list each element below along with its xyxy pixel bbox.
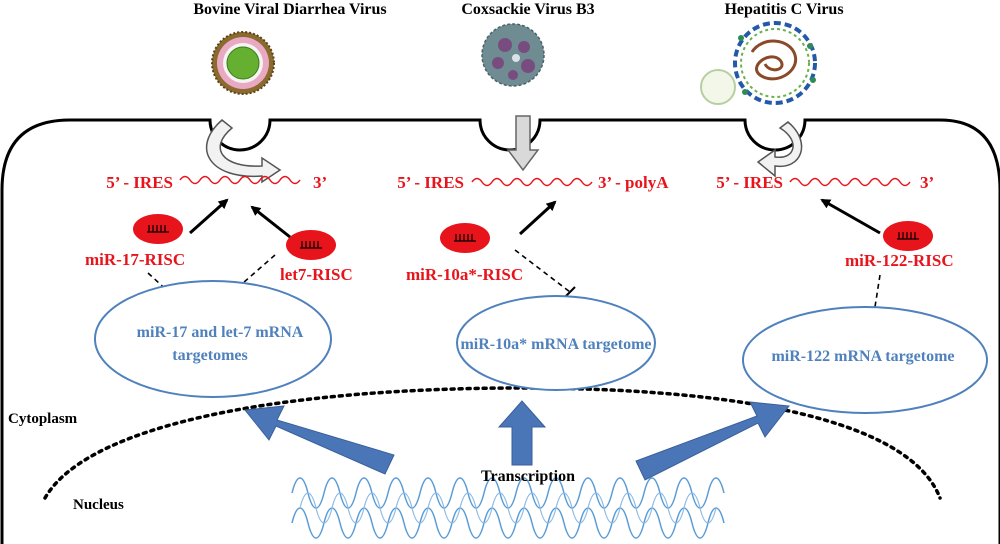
transcription-arrow-right (635, 401, 790, 481)
mrna-wave-bvdv (179, 175, 301, 185)
entry-arrow-coxsackie (506, 115, 540, 172)
risc-label-let7: let7-RISC (280, 265, 353, 284)
region-label-cytoplasm: Cytoplasm (8, 411, 78, 427)
transcription-arrow-left (244, 405, 395, 475)
virus-title-hcv: Hepatitis C Virus (724, 1, 843, 18)
risc-label-mir17: miR-17-RISC (85, 250, 185, 269)
activation-arrow-mir10a (518, 200, 557, 236)
nuclear-envelope (43, 386, 942, 500)
targetome-mir17-let7: miR-17 and let-7 mRNA targetomes (94, 280, 332, 398)
hcv-virus-icon (700, 21, 817, 105)
mrna-5prime-coxsackie: 5’ - IRES (397, 173, 464, 192)
mrna-wave-coxsackie (471, 177, 593, 187)
coxsackie-virus-icon (481, 23, 545, 87)
virus-title-bvdv: Bovine Viral Diarrhea Virus (193, 1, 386, 18)
bvdv-virus-icon (211, 31, 275, 95)
targetome-mir122-label: miR-122 mRNA targetome (771, 348, 954, 365)
risc-complex-mir17 (133, 214, 183, 244)
mrna-wave-hcv (789, 177, 911, 187)
risc-complex-let7 (286, 230, 336, 260)
mrna-3prime-bvdv: 3’ (313, 173, 327, 192)
targetome-mir17-let7-line2: targetomes (172, 347, 248, 364)
risc-complex-mir10a (440, 223, 490, 253)
mrna-3prime-hcv: 3’ (920, 173, 934, 192)
mrna-5prime-hcv: 5’ - IRES (716, 173, 783, 192)
activation-arrow-mir17 (189, 198, 229, 235)
targetome-mir10a: miR-10a* mRNA targetome (456, 295, 656, 391)
risc-complex-mir122 (883, 221, 933, 251)
targetome-mir10a-label: miR-10a* mRNA targetome (460, 336, 651, 353)
mrna-5prime-bvdv: 5’ - IRES (106, 173, 173, 192)
entry-arrow-bvdv (205, 119, 282, 184)
transcription-arrow-center (497, 400, 547, 466)
targetome-mir17-let7-line1: miR-17 and let-7 mRNA (137, 324, 304, 341)
risc-label-mir10a: miR-10a*-RISC (406, 265, 523, 284)
virus-title-coxsackie: Coxsackie Virus B3 (461, 1, 594, 18)
transcription-label: Transcription (481, 468, 575, 485)
targetome-mir122: miR-122 mRNA targetome (742, 306, 988, 414)
entry-arrow-hcv (756, 121, 803, 178)
mrna-3prime-coxsackie: 3’ - polyA (598, 173, 669, 192)
activation-arrow-mir122 (820, 198, 881, 235)
region-label-nucleus: Nucleus (73, 497, 124, 513)
risc-label-mir122: miR-122-RISC (845, 251, 954, 270)
dna-double-helix (291, 477, 725, 539)
activation-arrow-let7 (250, 205, 291, 239)
inhibition-line-mir10a (514, 249, 576, 298)
